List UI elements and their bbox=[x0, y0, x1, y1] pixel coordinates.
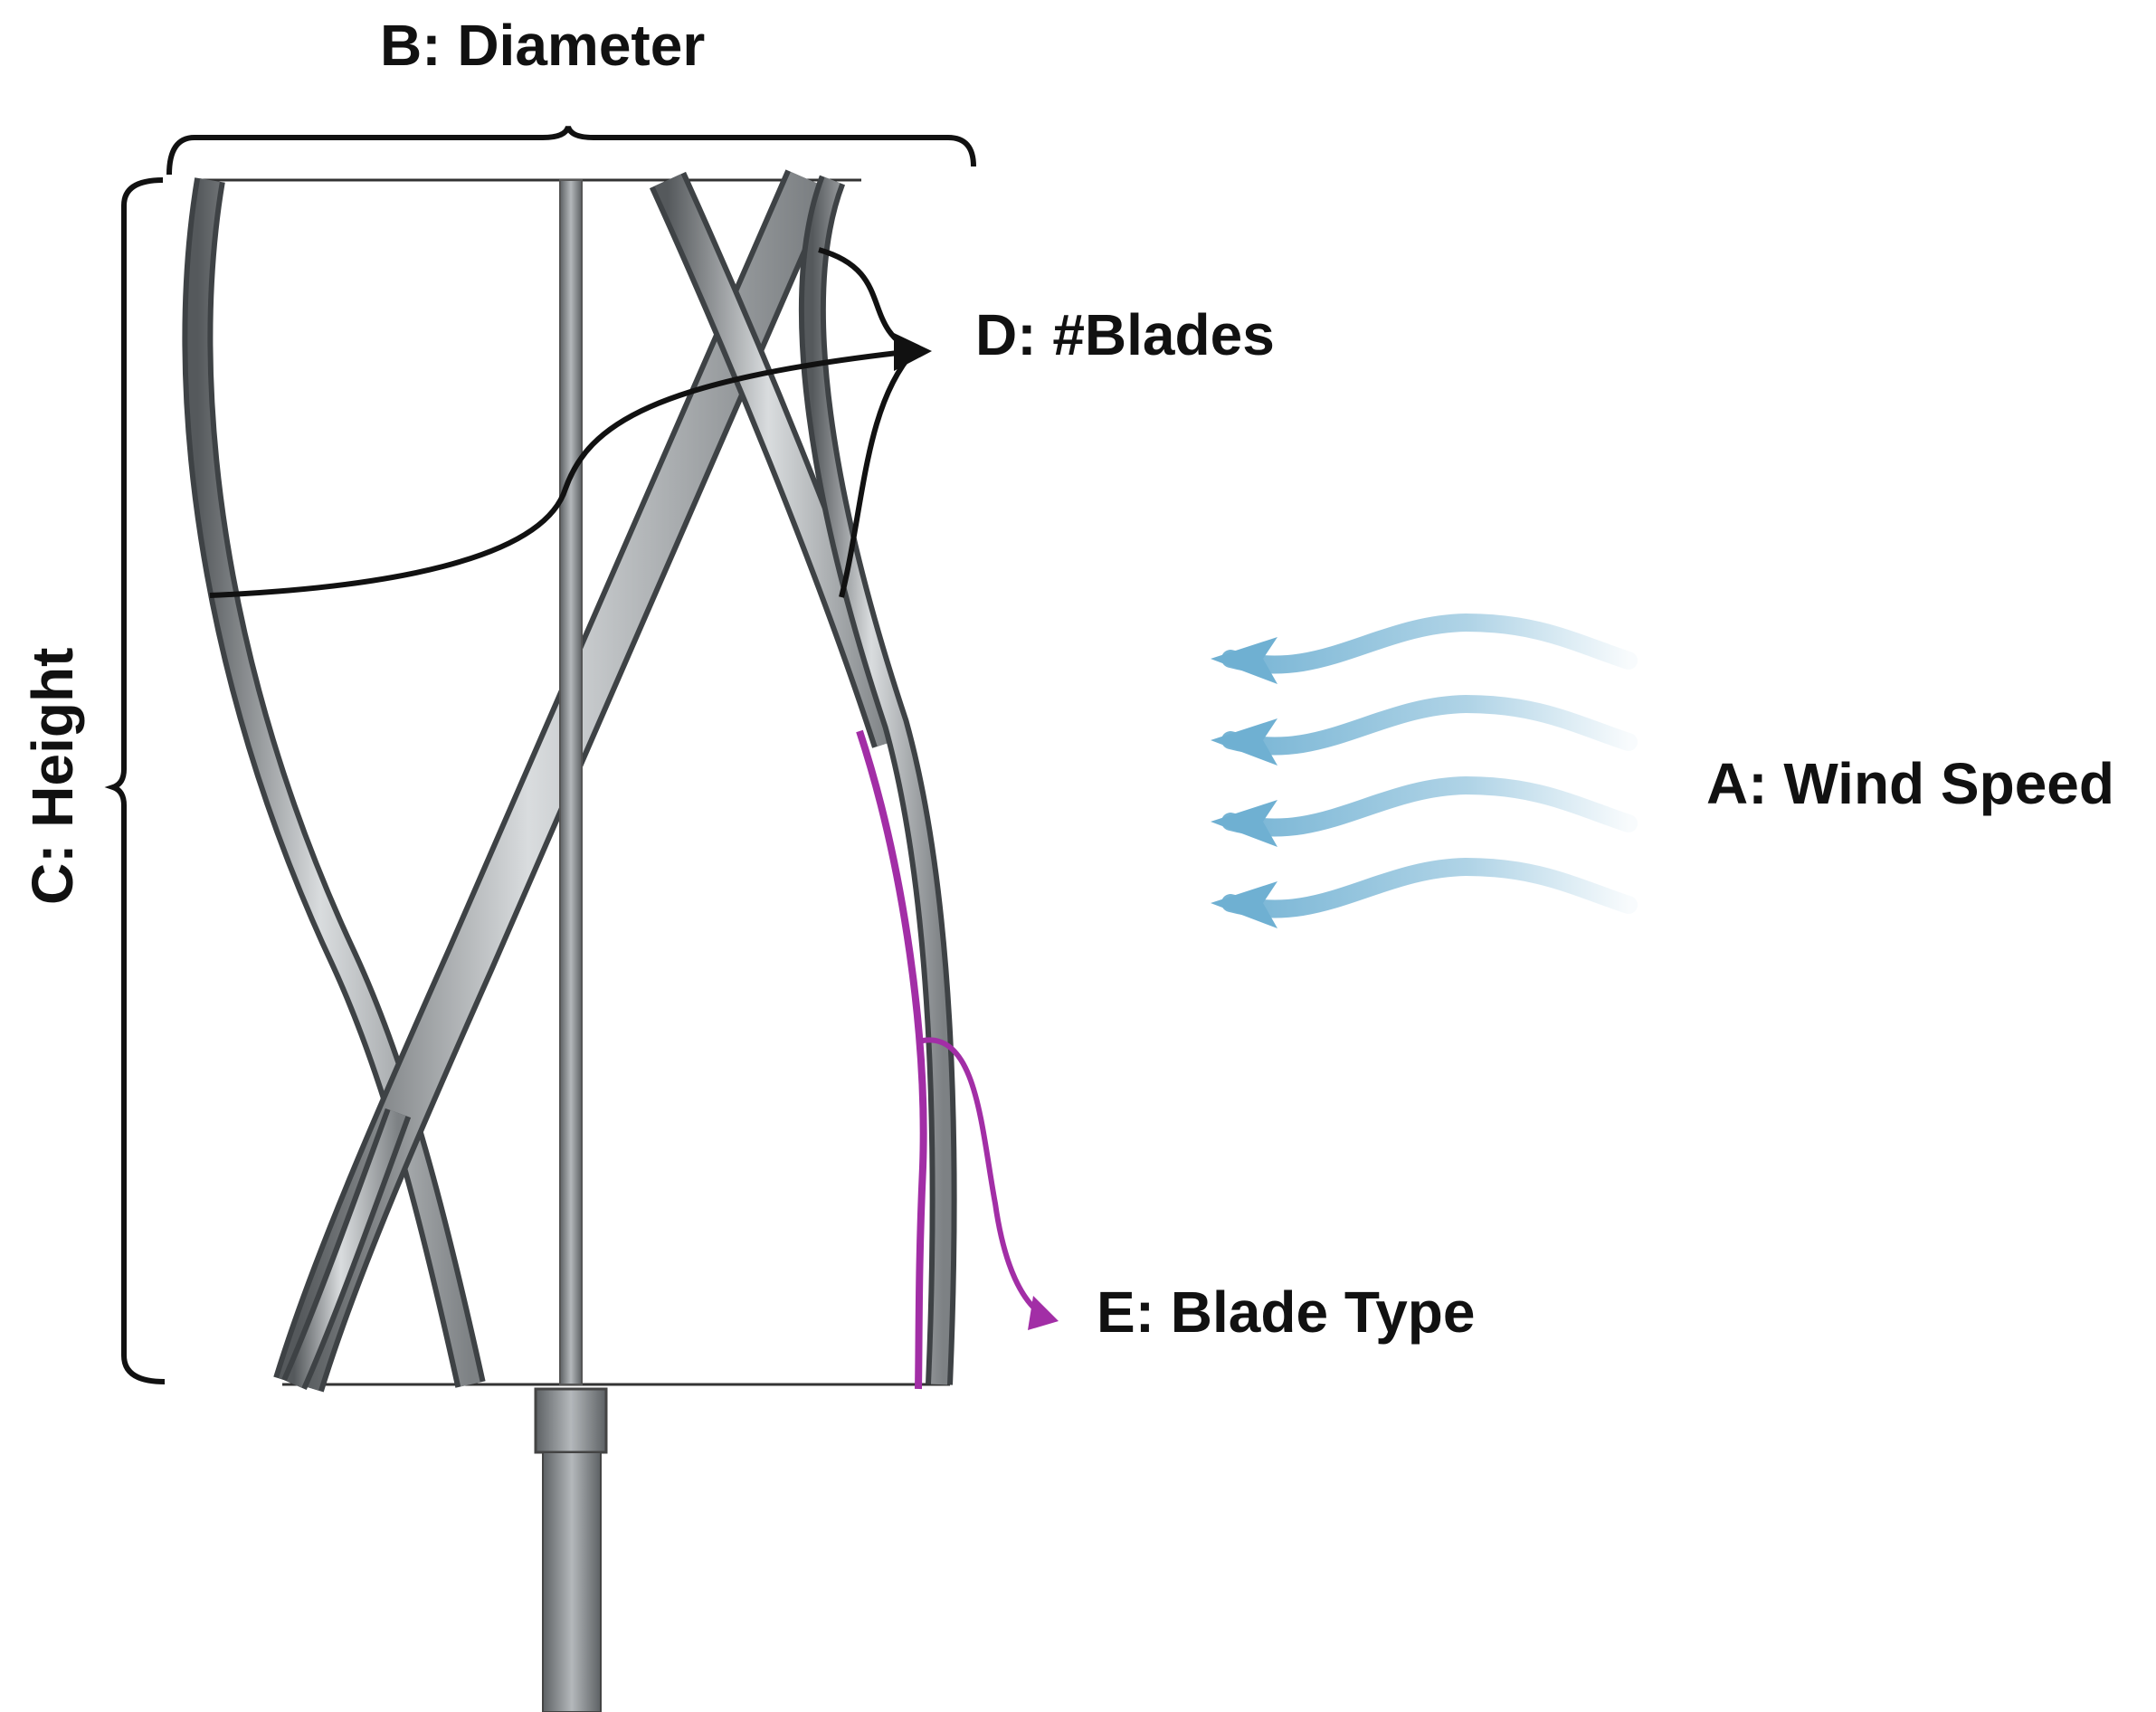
blades-label: D: #Blades bbox=[975, 302, 1275, 367]
turbine-mast bbox=[542, 1451, 602, 1712]
turbine-hub bbox=[534, 1387, 608, 1454]
blades-pointers bbox=[209, 247, 932, 598]
wind-speed-label: A: Wind Speed bbox=[1706, 751, 2114, 816]
blade-type-highlight bbox=[856, 729, 1059, 1390]
diameter-label: B: Diameter bbox=[380, 13, 705, 78]
turbine-inner-shaft bbox=[559, 179, 583, 1385]
turbine-blades bbox=[182, 169, 957, 1393]
diameter-bracket bbox=[166, 125, 976, 176]
height-bracket bbox=[104, 177, 166, 1384]
blade-type-label: E: Blade Type bbox=[1097, 1279, 1475, 1345]
wind-arrows-icon bbox=[1211, 613, 1638, 928]
height-label: C: Height bbox=[20, 648, 85, 905]
